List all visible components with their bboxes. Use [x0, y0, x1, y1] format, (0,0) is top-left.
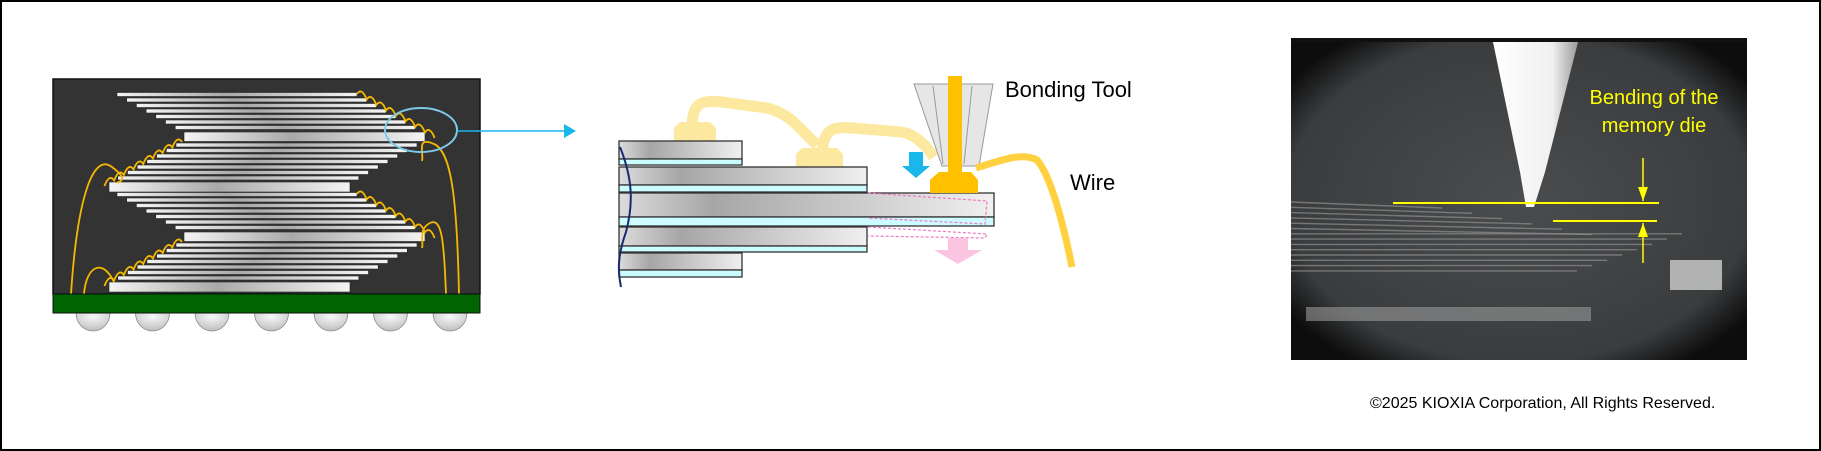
memory-die-thick: [108, 281, 351, 293]
solder-ball: [194, 312, 230, 332]
bond-wire: [70, 163, 123, 295]
bond-pad: [796, 148, 843, 167]
bonded-wire: [816, 122, 939, 161]
memory-die: [146, 259, 389, 264]
memory-die: [174, 225, 416, 230]
bond-wire: [103, 138, 183, 187]
stack-break-line: [617, 146, 632, 288]
zoom-arrow-head: [564, 124, 576, 138]
solder-ball: [75, 312, 111, 332]
memory-die: [165, 119, 406, 125]
memory-die: [127, 270, 369, 275]
bond-wire: [103, 238, 183, 287]
memory-die: [136, 164, 379, 170]
memory-die: [145, 208, 387, 214]
overhang-die: [618, 192, 995, 218]
tool-edge: [932, 85, 944, 165]
bent-die-outline: [867, 192, 988, 239]
memory-die: [117, 275, 360, 281]
photo-bending: [1290, 38, 1747, 360]
memory-die: [156, 153, 398, 159]
memory-die-thick: [183, 131, 426, 142]
die-stack: [108, 92, 426, 293]
solder-ball: [313, 312, 349, 332]
tool-wire: [948, 76, 962, 176]
bond-pad: [674, 122, 716, 141]
memory-die: [165, 219, 406, 225]
bond-wire: [83, 266, 115, 295]
memory-die: [116, 192, 358, 197]
memory-die: [126, 197, 367, 203]
bending-label: Bending of the memory die: [1564, 84, 1744, 140]
bonding-schematic: [617, 76, 1076, 288]
photo-capillary: [1493, 42, 1578, 207]
photo-die-edge: [1290, 201, 1443, 209]
memory-die-thick: [183, 231, 426, 242]
bond-wire: [356, 190, 436, 239]
die: [618, 252, 743, 271]
photo-bumps: [1306, 307, 1591, 321]
wire-ball: [930, 172, 978, 193]
memory-die: [175, 242, 418, 248]
bond-wire: [356, 90, 436, 139]
memory-die: [116, 92, 358, 97]
memory-die: [117, 175, 360, 181]
bending-label-line1: Bending of the: [1589, 87, 1719, 109]
die-attach-film: [618, 216, 995, 227]
solder-ball: [254, 312, 289, 332]
memory-die: [166, 248, 408, 253]
memory-die-thick: [108, 181, 351, 193]
bending-label-line2: memory die: [1601, 115, 1707, 137]
copyright-notice: ©2025 KIOXIA Corporation, All Rights Res…: [1370, 395, 1716, 412]
memory-die: [174, 125, 416, 130]
package-cross-section: [52, 78, 576, 332]
memory-die: [156, 253, 398, 259]
photo-die-edge: [1290, 217, 1533, 225]
memory-die: [136, 203, 377, 208]
photo-die-edges: [1290, 201, 1682, 272]
die-attach-film: [618, 269, 743, 278]
press-down-arrow-icon: [902, 152, 930, 178]
solder-balls: [75, 312, 468, 332]
die-attach-film: [618, 184, 868, 193]
solder-ball: [373, 312, 408, 332]
die-attach-film: [618, 158, 743, 166]
die: [618, 226, 868, 247]
photo-die-edge: [1290, 206, 1473, 214]
die: [618, 140, 743, 160]
bonded-wire: [686, 95, 821, 150]
memory-die: [127, 170, 369, 175]
die: [618, 166, 868, 186]
memory-die: [145, 108, 387, 114]
wire: [974, 153, 1076, 268]
memory-die: [126, 97, 367, 103]
memory-die: [136, 103, 377, 108]
highlight-ellipse: [384, 107, 458, 153]
memory-die: [136, 264, 379, 270]
memory-die: [166, 148, 408, 153]
tool-edge: [963, 85, 973, 165]
wire-label: Wire: [1070, 170, 1116, 195]
solder-ball: [432, 312, 468, 332]
photo-bright-block: [1670, 260, 1722, 290]
memory-die: [175, 142, 418, 148]
memory-die: [155, 214, 397, 219]
bond-wire: [421, 221, 447, 295]
bonding-tool-label: Bonding Tool: [1005, 77, 1132, 102]
solder-ball: [135, 312, 170, 332]
substrate: [52, 293, 481, 314]
memory-die: [155, 114, 397, 119]
photo-die-edge: [1290, 211, 1503, 220]
bend-down-arrow-icon: [934, 238, 982, 264]
photo-die-edge: [1290, 222, 1563, 230]
die-attach-film: [618, 245, 868, 253]
memory-die: [146, 159, 389, 164]
